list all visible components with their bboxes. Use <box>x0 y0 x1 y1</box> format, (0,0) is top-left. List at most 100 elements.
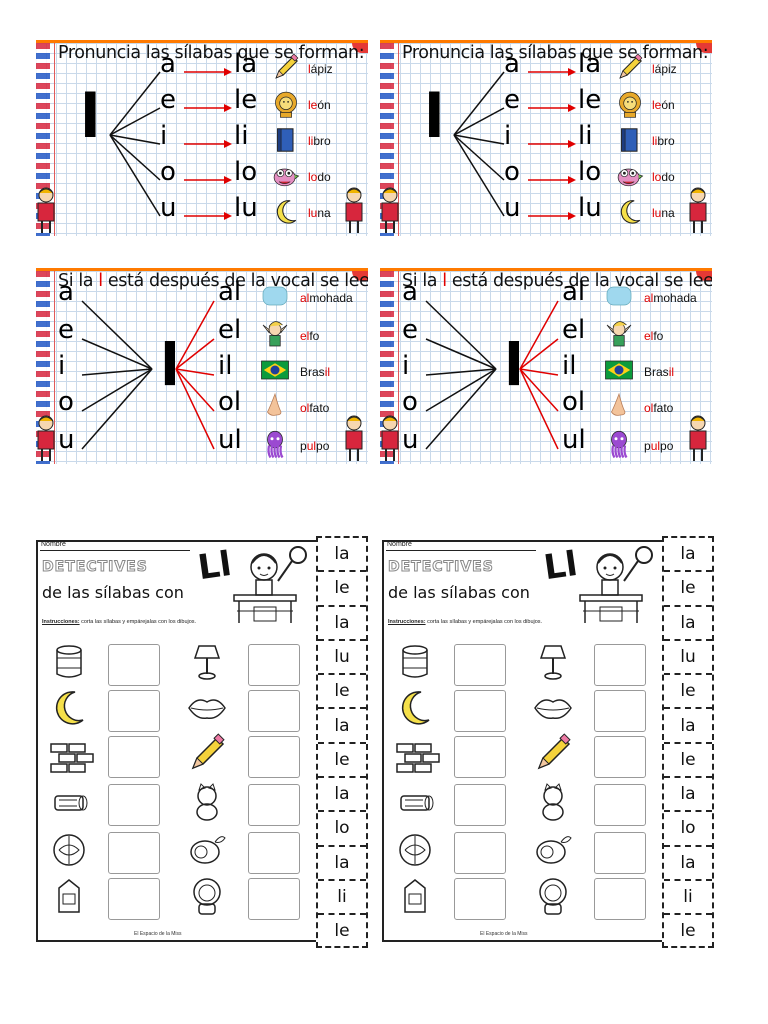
lamp-icon <box>193 645 221 680</box>
syllable-lu: lu <box>234 193 258 223</box>
syllable-li: li <box>234 121 249 151</box>
can-icon <box>56 645 82 678</box>
answer-box[interactable] <box>594 832 646 874</box>
answer-box[interactable] <box>454 878 506 920</box>
brazil-flag-icon <box>605 360 633 380</box>
answer-box[interactable] <box>454 736 506 778</box>
footer-credit: El Espacio de la Miss <box>480 931 528 937</box>
answer-box[interactable] <box>248 690 300 732</box>
example-word: luna <box>308 206 331 220</box>
cutout-syllable[interactable]: la <box>318 710 366 744</box>
cutout-syllable[interactable]: li <box>664 881 712 916</box>
cutout-syllable[interactable]: lu <box>664 641 712 676</box>
cutout-syllable[interactable]: le <box>318 572 366 607</box>
cutout-syllable[interactable]: li <box>318 881 366 916</box>
answer-box[interactable] <box>248 878 300 920</box>
syllable-ol: ol <box>562 387 586 417</box>
answer-box[interactable] <box>108 736 160 778</box>
consonant-letter: l <box>160 331 180 399</box>
cutout-syllable[interactable]: la <box>664 607 712 641</box>
example-word: Brasil <box>300 365 331 379</box>
syllable-la: la <box>578 49 602 79</box>
vowel-u: u <box>504 193 521 223</box>
corner-ornament <box>696 43 712 53</box>
octopus-icon <box>611 430 628 459</box>
answer-box[interactable] <box>454 690 506 732</box>
worksheet: Nombre DETECTIVES de las sílabas con Ll … <box>36 540 318 942</box>
answer-box[interactable] <box>594 644 646 686</box>
cutout-syllable[interactable]: lu <box>318 641 366 676</box>
instructions: Instrucciones: corta las sílabas y empár… <box>42 619 197 625</box>
nose-icon <box>611 392 626 416</box>
answer-box[interactable] <box>248 644 300 686</box>
cutout-syllable[interactable]: le <box>318 675 366 710</box>
cutout-syllable[interactable]: la <box>664 847 712 881</box>
cutout-syllable[interactable]: le <box>318 744 366 779</box>
cutout-syllable[interactable]: la <box>318 607 366 641</box>
answer-box[interactable] <box>454 832 506 874</box>
moon-icon <box>55 691 84 725</box>
example-word: olfato <box>300 401 330 415</box>
mascot-left: M <box>36 413 56 463</box>
answer-box[interactable] <box>594 690 646 732</box>
cutout-syllable[interactable]: la <box>318 778 366 813</box>
cutout-syllable[interactable]: le <box>664 572 712 607</box>
example-word: almohada <box>300 291 353 305</box>
mascot-left: M <box>36 185 56 235</box>
book-icon <box>277 128 294 152</box>
syllable-al: al <box>562 277 586 307</box>
answer-box[interactable] <box>108 878 160 920</box>
milk-carton-icon <box>404 879 426 913</box>
lips-icon <box>188 699 226 720</box>
mud-creature-icon <box>273 168 300 187</box>
answer-box[interactable] <box>248 736 300 778</box>
answer-box[interactable] <box>454 644 506 686</box>
slide-pronuncia: Pronuncia las sílabas que se forman: l a… <box>36 40 368 236</box>
answer-box[interactable] <box>594 878 646 920</box>
syllable-la: la <box>234 49 258 79</box>
answer-box[interactable] <box>108 690 160 732</box>
answer-box[interactable] <box>594 784 646 826</box>
mascot-right: L <box>688 185 708 235</box>
example-word: elfo <box>644 329 664 343</box>
cutout-syllable[interactable]: le <box>664 744 712 779</box>
cutout-syllable[interactable]: la <box>664 778 712 813</box>
cat-icon <box>196 783 218 821</box>
syllable-lo: lo <box>578 157 602 187</box>
lemon-icon <box>536 836 572 864</box>
cutout-syllable[interactable]: la <box>318 538 366 573</box>
lettuce-icon <box>399 834 431 866</box>
mascot-right: L <box>688 413 708 463</box>
milk-carton-icon <box>58 879 80 913</box>
book-icon <box>621 128 638 152</box>
answer-box[interactable] <box>108 644 160 686</box>
answer-box[interactable] <box>108 784 160 826</box>
syllable-li: li <box>578 121 593 151</box>
cutout-syllable[interactable]: le <box>334 921 350 942</box>
example-word: almohada <box>644 291 697 305</box>
cutout-syllable[interactable]: lo <box>318 812 366 847</box>
cutout-syllable[interactable]: la <box>318 847 366 881</box>
name-line[interactable] <box>386 550 536 551</box>
detective-girl-icon <box>579 546 653 623</box>
cutout-syllable[interactable]: le <box>680 921 696 942</box>
consonant-letter: l <box>424 82 445 152</box>
answer-box[interactable] <box>108 832 160 874</box>
name-line[interactable] <box>40 550 190 551</box>
answer-box[interactable] <box>594 736 646 778</box>
cutout-syllable[interactable]: lo <box>664 812 712 847</box>
example-word: libro <box>652 134 675 148</box>
cutout-syllable[interactable]: le <box>664 675 712 710</box>
answer-box[interactable] <box>248 832 300 874</box>
name-label: Nombre <box>387 541 412 548</box>
syllable-lo: lo <box>234 157 258 187</box>
answer-box[interactable] <box>248 784 300 826</box>
worksheet: Nombre DETECTIVES de las sílabas con Ll … <box>382 540 664 942</box>
lion-icon <box>539 878 567 915</box>
cutout-syllable[interactable]: la <box>664 710 712 744</box>
cutout-syllable[interactable]: la <box>664 538 712 573</box>
vowel-e: e <box>402 315 418 345</box>
answer-box[interactable] <box>454 784 506 826</box>
elf-icon <box>606 321 632 347</box>
